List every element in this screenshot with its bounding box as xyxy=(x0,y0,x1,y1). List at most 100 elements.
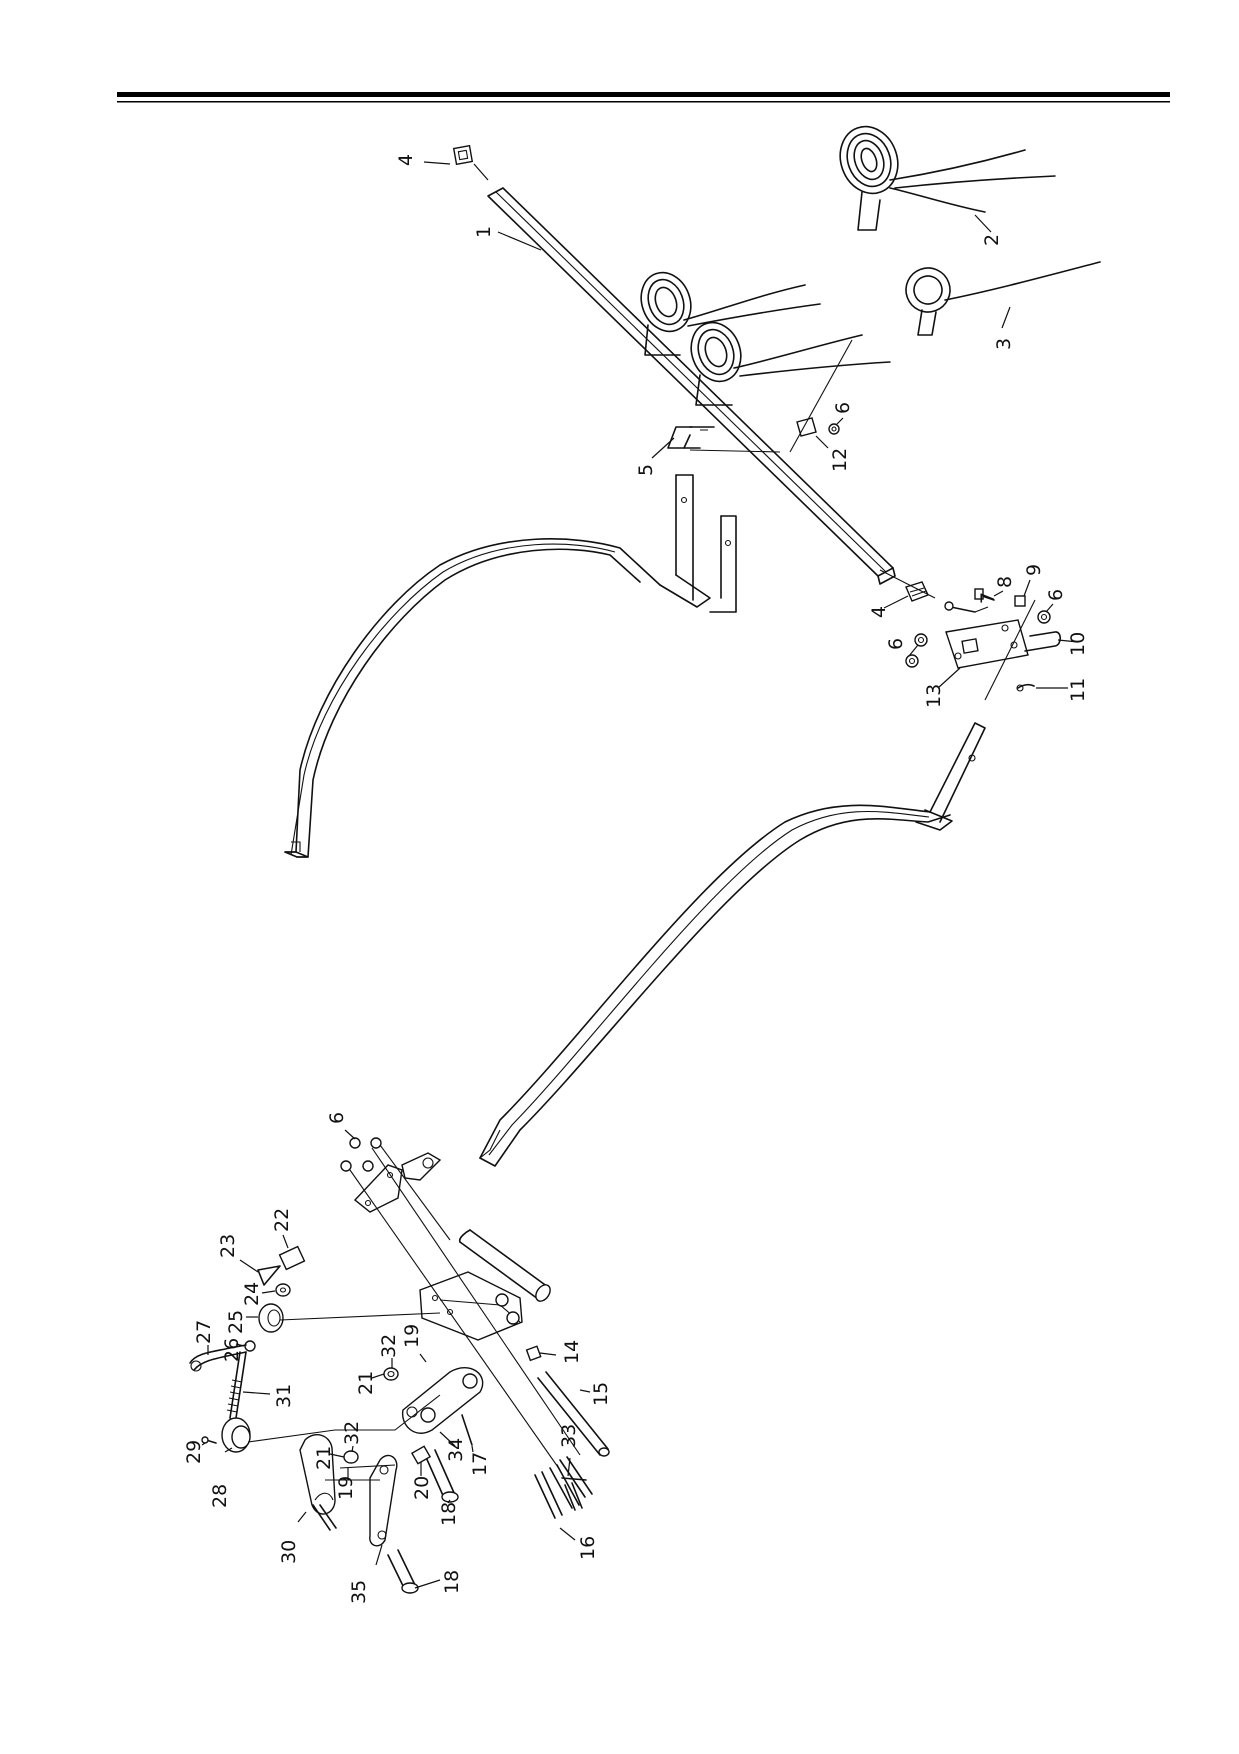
callout-26: 26 xyxy=(221,1338,245,1362)
pin-33 xyxy=(561,1477,587,1481)
callout-label-32-lower: 32 xyxy=(341,1421,363,1445)
callout-label-19-upper: 19 xyxy=(401,1324,423,1348)
washer-24 xyxy=(275,1283,291,1297)
pin-15 xyxy=(537,1371,610,1457)
washer-26 xyxy=(244,1340,256,1352)
nut-6-lower xyxy=(905,654,919,668)
lever-handle xyxy=(299,1434,337,1531)
callout-32-lower: 32 xyxy=(341,1421,363,1453)
callout-label-8: 8 xyxy=(994,576,1016,588)
callout-label-6-left: 6 xyxy=(885,638,907,650)
callout-label-12: 12 xyxy=(829,448,851,472)
callout-label-29: 29 xyxy=(183,1440,205,1464)
callout-23: 23 xyxy=(217,1234,259,1273)
callout-label-6-top: 6 xyxy=(832,402,854,414)
callout-6-right: 6 xyxy=(1045,589,1067,613)
end-cap-bottom xyxy=(905,581,929,602)
callout-label-31: 31 xyxy=(273,1384,295,1408)
callout-label-17: 17 xyxy=(469,1452,491,1476)
callout-30: 30 xyxy=(278,1511,307,1564)
callout-16: 16 xyxy=(559,1527,599,1560)
callout-label-28: 28 xyxy=(209,1484,231,1508)
nut-6-left xyxy=(914,633,928,647)
callout-label-4-bottom: 4 xyxy=(868,606,890,618)
callout-label-20: 20 xyxy=(411,1476,433,1500)
latch-pin-22 xyxy=(278,1245,306,1271)
callout-33: 33 xyxy=(558,1424,580,1477)
nut-top xyxy=(828,423,840,435)
callout-label-21-lower: 21 xyxy=(313,1446,335,1470)
callout-label-18-lower: 18 xyxy=(441,1570,463,1594)
callout-21-lower: 21 xyxy=(313,1446,345,1470)
header-rule xyxy=(117,92,1170,103)
callout-label-24: 24 xyxy=(241,1282,263,1306)
washer-32-lower xyxy=(343,1450,359,1464)
nut-6-right xyxy=(1037,610,1051,624)
link-plate-upper xyxy=(401,1367,484,1434)
callout-label-7: 7 xyxy=(977,592,999,604)
upper-curved-arm xyxy=(284,474,737,858)
callout-25: 25 xyxy=(225,1310,258,1334)
screw-29 xyxy=(201,1436,217,1444)
callout-label-6-right: 6 xyxy=(1045,589,1067,601)
callout-label-21-upper: 21 xyxy=(355,1371,377,1395)
callout-4-bottom: 4 xyxy=(868,595,909,618)
tine-bar-tube xyxy=(487,187,896,585)
spring-tine-single xyxy=(905,261,1101,336)
callout-15: 15 xyxy=(579,1382,612,1406)
link-plate-lower xyxy=(369,1454,398,1547)
bush-9 xyxy=(1014,595,1026,607)
u-bolt-10 xyxy=(1024,631,1062,652)
callout-label-2: 2 xyxy=(981,234,1003,246)
callout-24: 24 xyxy=(241,1282,276,1306)
callout-label-30: 30 xyxy=(278,1540,300,1564)
bolt-7 xyxy=(944,601,976,613)
bush-14 xyxy=(525,1345,542,1362)
callout-5: 5 xyxy=(635,437,675,476)
callout-6-left: 6 xyxy=(885,638,919,657)
callout-label-3: 3 xyxy=(993,338,1015,350)
u-bolt-clamp xyxy=(667,426,715,449)
callout-label-27: 27 xyxy=(193,1320,215,1344)
callout-label-35: 35 xyxy=(348,1580,370,1604)
hinge-tube xyxy=(458,1229,551,1302)
callout-29: 29 xyxy=(183,1440,206,1464)
callout-label-26: 26 xyxy=(221,1338,243,1362)
callout-label-15: 15 xyxy=(590,1382,612,1406)
callout-label-5: 5 xyxy=(635,464,657,476)
washer-21-upper xyxy=(383,1367,399,1381)
pin-18-lower xyxy=(387,1549,419,1594)
callout-label-11: 11 xyxy=(1067,678,1089,702)
mounted-spring-tine-1 xyxy=(640,271,821,356)
callout-14: 14 xyxy=(539,1340,583,1364)
callout-label-13: 13 xyxy=(923,684,945,708)
callout-10: 10 xyxy=(1057,632,1089,656)
callout-12: 12 xyxy=(815,435,851,472)
callout-label-33: 33 xyxy=(558,1424,580,1448)
callout-label-6-lower: 6 xyxy=(326,1112,348,1124)
callout-label-22: 22 xyxy=(271,1208,293,1232)
callout-8: 8 xyxy=(993,576,1016,597)
clip-23 xyxy=(257,1265,281,1286)
spring-tine-double xyxy=(839,125,1056,231)
callout-22: 22 xyxy=(271,1208,293,1249)
callout-31: 31 xyxy=(242,1384,295,1408)
bracket-plate xyxy=(945,619,1029,669)
bolts-16 xyxy=(534,1456,593,1519)
callout-19-upper: 19 xyxy=(401,1324,427,1363)
bush-20 xyxy=(410,1445,432,1465)
hinge-bracket xyxy=(419,1271,523,1341)
knob-28 xyxy=(221,1417,251,1453)
spring-rod-31 xyxy=(226,1351,247,1419)
callout-17: 17 xyxy=(469,1445,491,1476)
callout-label-18-upper: 18 xyxy=(438,1502,460,1526)
callout-13: 13 xyxy=(923,667,961,708)
lower-curved-arm xyxy=(479,722,986,1167)
callout-20: 20 xyxy=(411,1462,433,1500)
callout-label-4-top: 4 xyxy=(395,154,417,166)
callout-2: 2 xyxy=(974,214,1003,246)
callout-6-lower: 6 xyxy=(326,1112,356,1140)
callout-9: 9 xyxy=(1023,564,1045,597)
